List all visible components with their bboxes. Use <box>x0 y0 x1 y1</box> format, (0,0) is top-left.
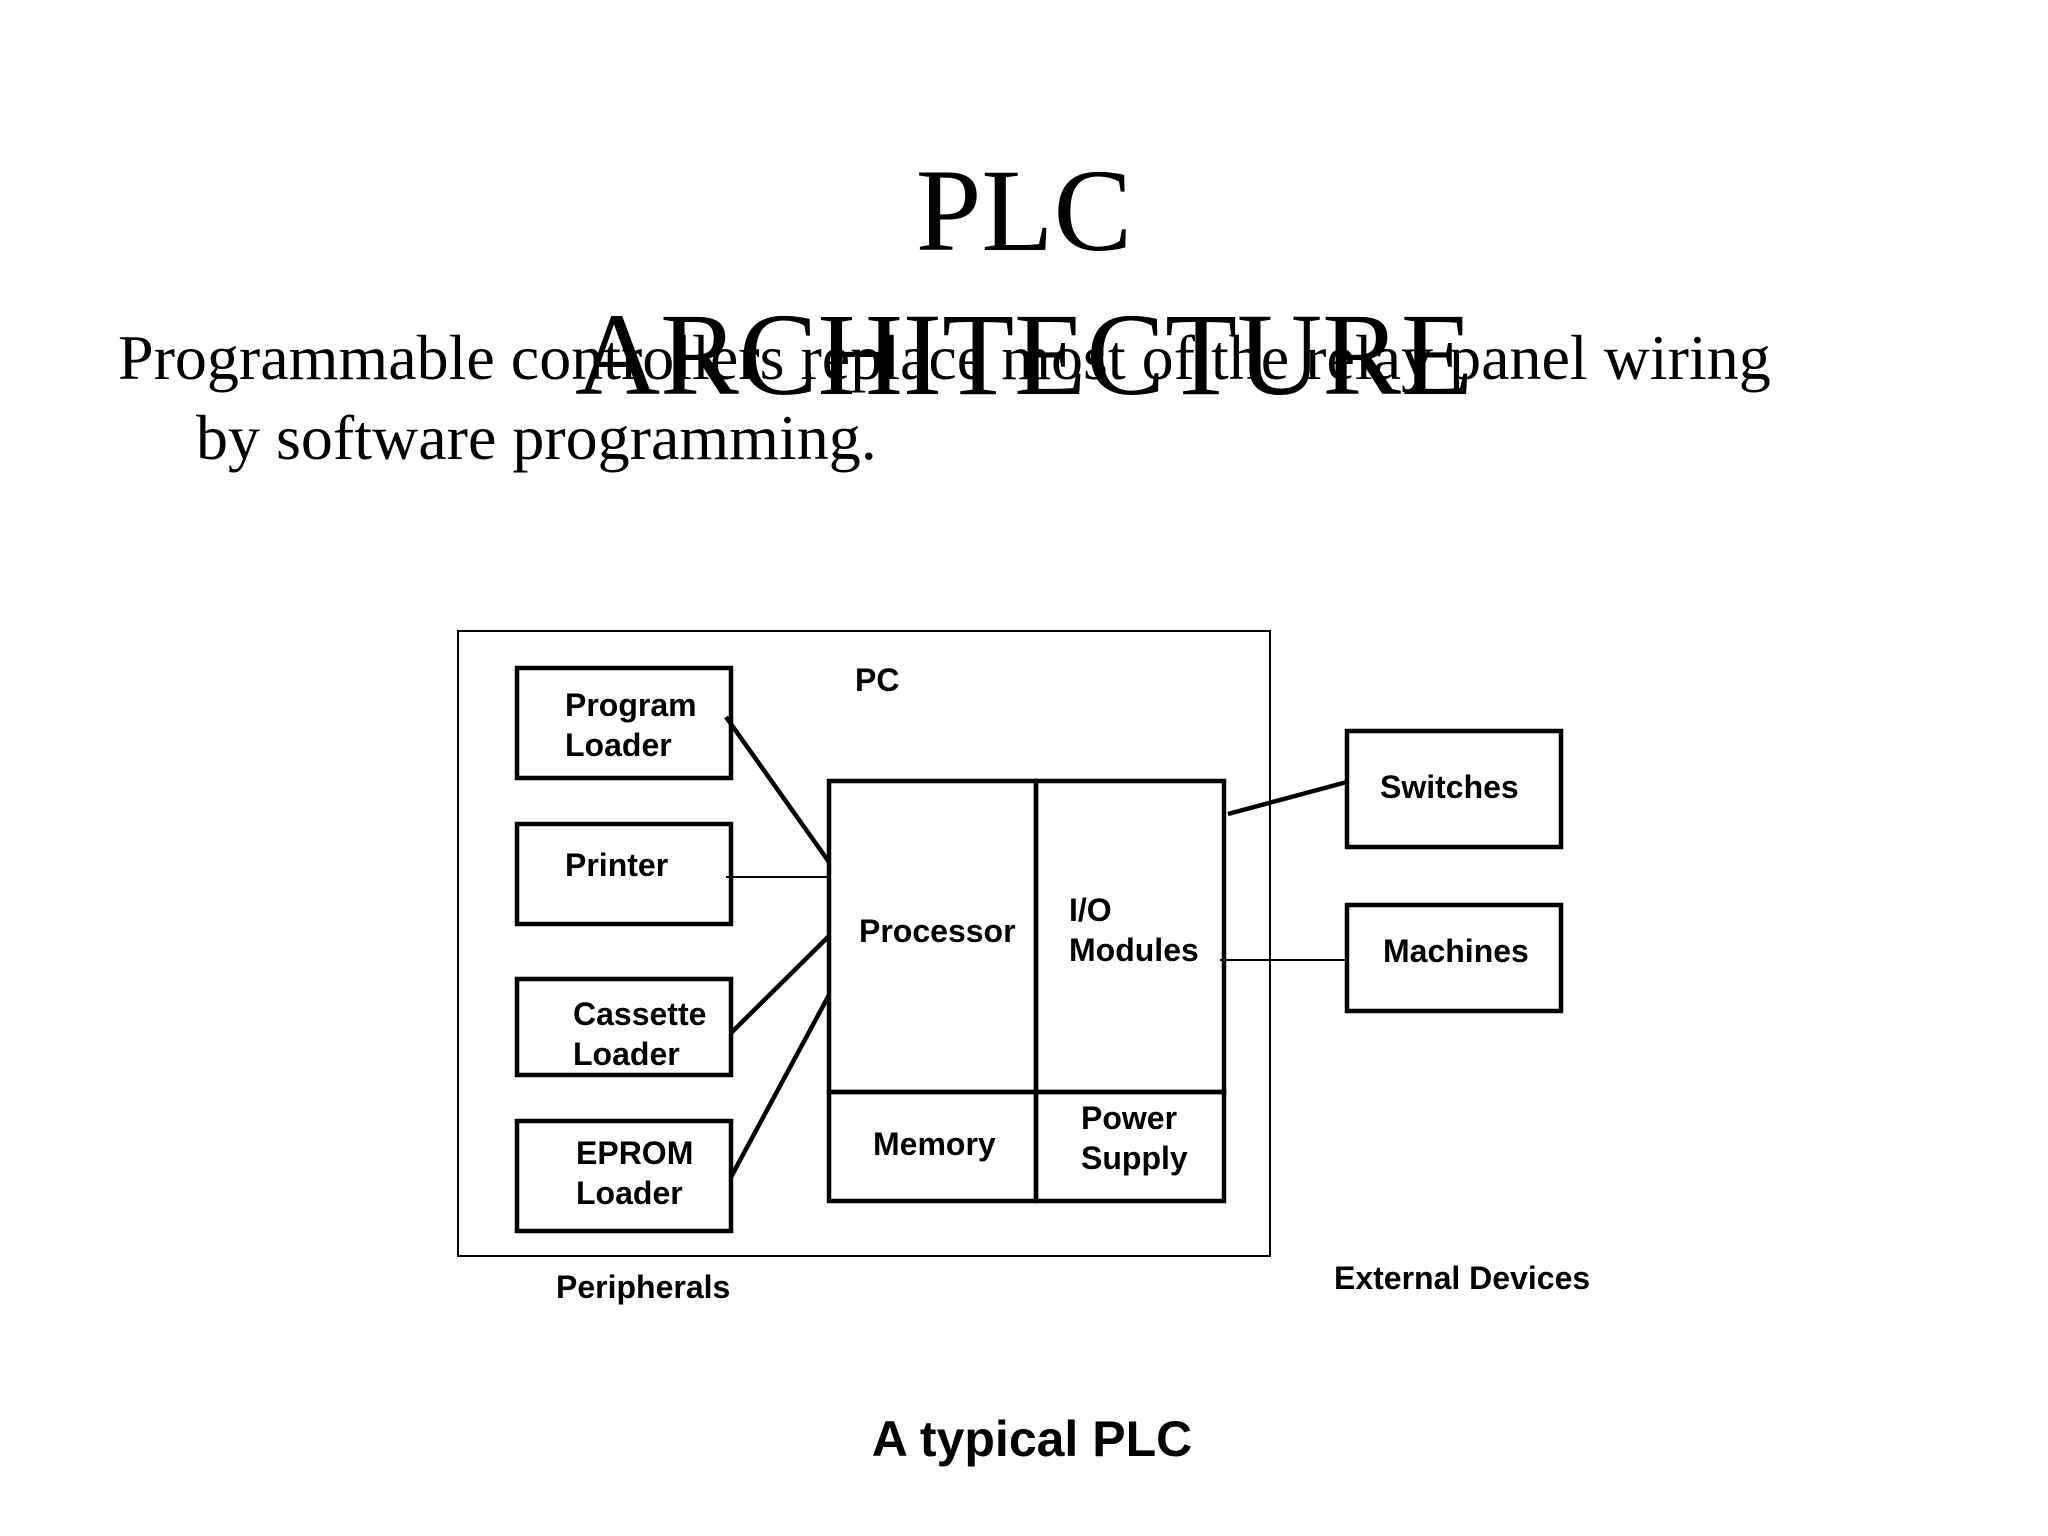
io-modules-label-line-2: Modules <box>1069 932 1199 968</box>
machines-box <box>1344 902 1564 1014</box>
power-supply-box <box>1033 1089 1227 1204</box>
eprom-loader-label-line-1: EPROM <box>576 1135 693 1171</box>
processor-label: Processor <box>859 913 1016 949</box>
external-devices-caption: External Devices <box>1334 1260 1590 1296</box>
printer-label: Printer <box>565 847 668 883</box>
cassette-loader-box <box>514 976 734 1078</box>
eprom-loader-block: EPROM Loader <box>514 1118 734 1234</box>
cassette-loader-connector <box>729 934 831 1035</box>
printer-box <box>514 821 734 927</box>
body-text-line-2: by software programming. <box>196 402 877 473</box>
pc-enclosure <box>457 630 1271 1257</box>
slide-title-line-2: ARCHITECTURE <box>574 289 1474 420</box>
eprom-loader-label-line-2: Loader <box>576 1175 683 1211</box>
power-supply-label-line-1: Power <box>1081 1100 1177 1136</box>
memory-label: Memory <box>873 1126 996 1162</box>
eprom-loader-connector <box>729 993 831 1179</box>
program-loader-block: Program Loader <box>514 665 734 781</box>
figure-caption: A typical PLC <box>872 1411 1192 1467</box>
peripherals-caption: Peripherals <box>556 1269 730 1305</box>
program-loader-connector <box>724 715 831 864</box>
pc-label: PC <box>855 662 899 698</box>
power-supply-label-line-2: Supply <box>1081 1140 1188 1176</box>
plc-core-unit: Processor I/O Modules Memory Power Suppl… <box>826 778 1227 1204</box>
switches-connector <box>1227 779 1348 817</box>
switches-box <box>1344 728 1564 850</box>
cassette-loader-label-line-2: Loader <box>573 1036 680 1072</box>
program-loader-label-line-2: Loader <box>565 727 672 763</box>
slide-title-line-1: PLC <box>915 145 1133 276</box>
body-text-line-1: Programmable controllers replace most of… <box>118 322 1771 393</box>
machines-label: Machines <box>1383 933 1529 969</box>
switches-label: Switches <box>1380 769 1519 805</box>
cassette-loader-block: Cassette Loader <box>514 976 734 1078</box>
switches-block: Switches <box>1344 728 1564 850</box>
printer-block: Printer <box>514 821 734 927</box>
program-loader-label-line-1: Program <box>565 687 697 723</box>
machines-block: Machines <box>1344 902 1564 1014</box>
cassette-loader-label-line-1: Cassette <box>573 996 706 1032</box>
io-modules-label-line-1: I/O <box>1069 892 1112 928</box>
